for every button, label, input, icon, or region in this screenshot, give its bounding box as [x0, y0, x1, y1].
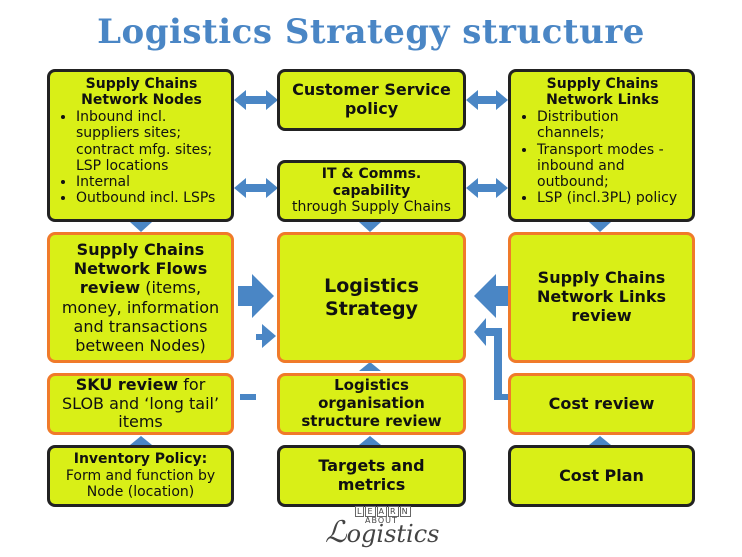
targets-metrics-box: Targets and metrics	[277, 445, 466, 507]
list-item: Inbound incl. suppliers sites; contract …	[76, 109, 225, 174]
arrow-costplan-costreview	[589, 436, 611, 445]
arrow-nodes-flows	[130, 222, 152, 232]
page-title: Logistics Strategy structure	[97, 12, 645, 52]
inventory-policy-box: Inventory Policy: Form and function by N…	[47, 445, 234, 507]
arrow-sku-strategy	[240, 324, 276, 400]
arrow-targets-org	[359, 436, 381, 445]
cost-review-label: Cost review	[548, 393, 655, 413]
list-item: Outbound incl. LSPs	[76, 190, 225, 206]
arrow-nodes-it	[234, 178, 278, 198]
it-comms-box: IT & Comms. capability through Supply Ch…	[277, 160, 466, 222]
arrow-org-strategy	[359, 362, 381, 371]
logo-main-word: ℒogistics	[325, 515, 440, 550]
inventory-policy-bold: Inventory Policy:	[73, 451, 208, 468]
arrow-linksreview-strategy	[474, 274, 508, 318]
list-item: Internal	[76, 174, 225, 190]
list-item: Distribution channels;	[537, 109, 686, 141]
network-nodes-box: Supply Chains Network Nodes Inbound incl…	[47, 69, 234, 222]
it-comms-rest: through Supply Chains	[292, 199, 451, 216]
network-flows-review-box: Supply Chains Network Flows review (item…	[47, 232, 234, 363]
network-links-heading: Supply Chains Network Links	[546, 76, 659, 109]
list-item: Transport modes - inbound and outbound;	[537, 142, 686, 191]
arrow-flows-strategy	[238, 274, 274, 318]
org-structure-review-box: Logistics organisation structure review	[277, 373, 466, 435]
network-flows-review-text: Supply Chains Network Flows review (item…	[56, 240, 225, 355]
network-flows-review-bold: Supply Chains Network Flows review	[73, 239, 208, 298]
sku-review-bold: SKU review	[75, 374, 179, 394]
arrow-cost-strategy	[474, 318, 508, 400]
network-nodes-list: Inbound incl. suppliers sites; contract …	[58, 109, 225, 206]
cost-plan-box: Cost Plan	[508, 445, 695, 507]
sku-review-text: SKU review for SLOB and ‘long tail’ item…	[56, 374, 225, 433]
network-links-review-label: Supply Chains Network Links review	[537, 268, 666, 325]
arrow-it-strategy	[359, 222, 381, 232]
cost-review-box: Cost review	[508, 373, 695, 435]
network-links-list: Distribution channels; Transport modes -…	[519, 109, 686, 206]
logo-top-word: ABOUT	[365, 516, 398, 525]
network-nodes-heading: Supply Chains Network Nodes	[81, 76, 202, 109]
arrow-inventory-sku	[130, 436, 152, 445]
arrow-it-links	[466, 178, 508, 198]
network-flows-review-rest: (items, money, information and transacti…	[61, 278, 220, 355]
network-links-review-box: Supply Chains Network Links review	[508, 232, 695, 363]
customer-service-box: Customer Service policy	[277, 69, 466, 131]
arrow-nodes-customer	[234, 90, 278, 110]
list-item: LSP (incl.3PL) policy	[537, 190, 686, 206]
it-comms-bold: IT & Comms. capability	[321, 166, 422, 199]
arrow-customer-links	[466, 90, 508, 110]
cost-plan-label: Cost Plan	[559, 465, 644, 485]
sku-review-rest: for SLOB and ‘long tail’ items	[61, 374, 220, 432]
logistics-strategy-label: Logistics Strategy	[324, 275, 419, 320]
sku-review-box: SKU review for SLOB and ‘long tail’ item…	[47, 373, 234, 435]
customer-service-label: Customer Service policy	[292, 80, 451, 118]
logistics-strategy-box: Logistics Strategy	[277, 232, 466, 363]
targets-metrics-label: Targets and metrics	[318, 456, 425, 494]
arrow-links-review	[589, 222, 611, 232]
inventory-policy-rest: Form and function by Node (location)	[65, 467, 216, 501]
network-links-box: Supply Chains Network Links Distribution…	[508, 69, 695, 222]
org-structure-review-label: Logistics organisation structure review	[301, 376, 442, 430]
